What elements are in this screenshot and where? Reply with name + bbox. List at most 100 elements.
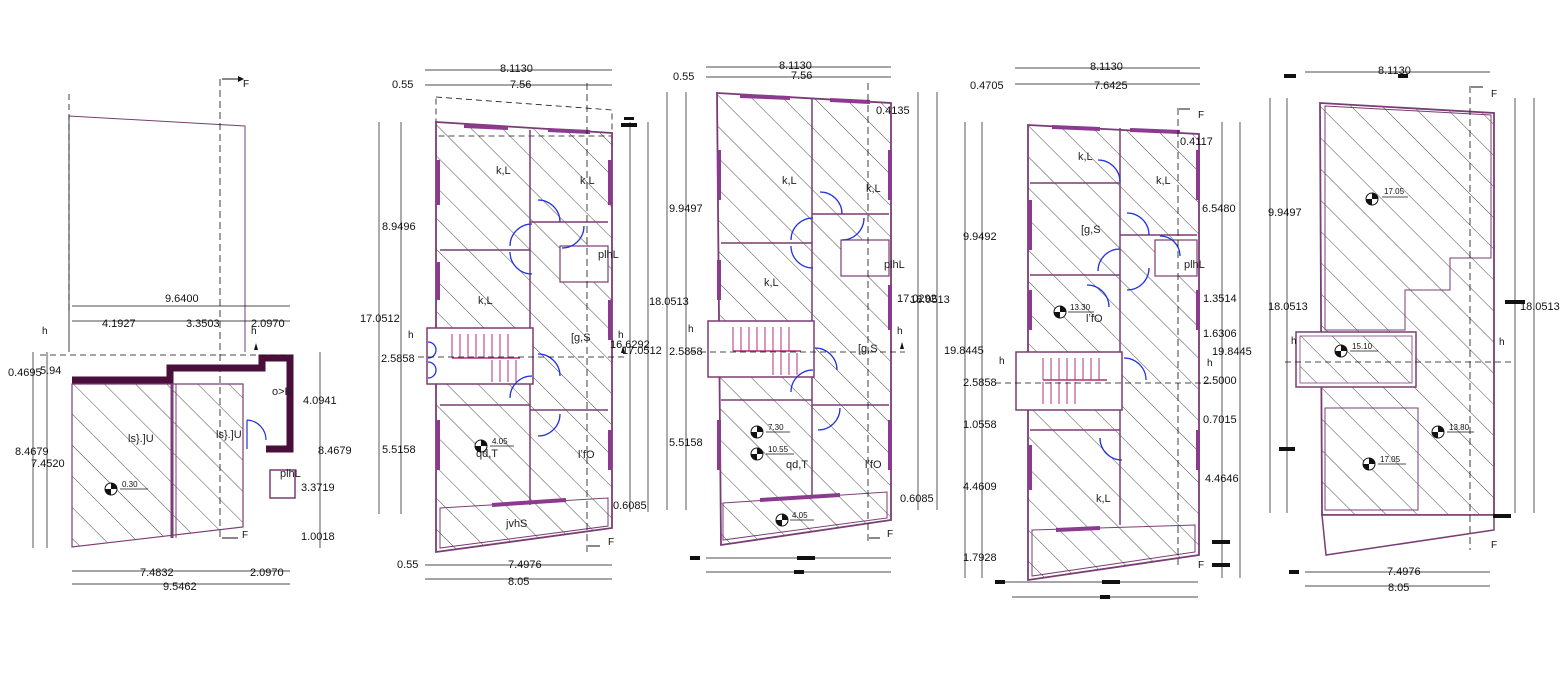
room-3-kl-a: k,L <box>782 175 797 187</box>
dim-4-right-6: 2.5000 <box>1203 375 1237 387</box>
dim-3-right-3: 18.0513 <box>910 294 950 306</box>
level-marker-3c: 4.05 <box>775 511 814 527</box>
room-4-plhl: plhL <box>1184 259 1205 271</box>
svg-text:0.30: 0.30 <box>122 480 138 489</box>
room-3-kl-c: k,L <box>764 277 779 289</box>
dim-4-right-8: 4.4646 <box>1205 473 1239 485</box>
room-3-qdt: qd,T <box>786 459 808 471</box>
dim-5-right-1: 18.0513 <box>1520 301 1560 313</box>
room-3-plhl: plhL <box>884 259 905 271</box>
level-marker-1: 0.30 <box>104 480 148 496</box>
dim-right-4: 1.0018 <box>301 531 335 543</box>
dim-4-left-4: 1.0558 <box>963 419 997 431</box>
level-marker-2: 4.05 <box>474 437 514 453</box>
room-4-kl-b: k,L <box>1156 175 1171 187</box>
h-mark-plan5-left: h <box>1291 336 1297 347</box>
dim-right-2: 8.4679 <box>318 445 352 457</box>
plan-3: F h h k,L k,L plhL k,L [g,S qd,T lʼfO 7.… <box>649 60 950 574</box>
dim-5-left-2: 18.0513 <box>1268 301 1308 313</box>
svg-text:15.10: 15.10 <box>1352 342 1373 351</box>
room-2-jvhs: jvhS <box>505 518 527 530</box>
dim-left-4: 7.4520 <box>31 458 65 470</box>
plan-2: F h h k,L k,L plhL k,L [g,S lʼfO qd,T jv… <box>360 63 662 588</box>
dim-2-bottom-3: 8.05 <box>508 576 529 588</box>
dim-4-left-5: 4.4609 <box>963 481 997 493</box>
dim-4-left-2: 19.8445 <box>944 345 984 357</box>
room-2-kl-b: k,L <box>580 175 595 187</box>
dim-2-bottom-1: 0.55 <box>397 559 418 571</box>
dim-2-right-3: 0.6085 <box>613 500 647 512</box>
room-2-gs: [g,S <box>571 332 591 344</box>
dim-4-top-3: 7.6425 <box>1094 80 1128 92</box>
level-marker-4: 13.30 <box>1053 303 1094 319</box>
room-3-fo: lʼfO <box>865 459 882 471</box>
plan-4: F F h h k,L k,L [g,S plhL lʼfO k,L 13.30… <box>944 61 1252 599</box>
dim-3-left-1: 18.0513 <box>649 296 689 308</box>
dim-left-2: 5.94 <box>40 365 61 377</box>
dim-bottom-1: 7.4832 <box>140 567 174 579</box>
level-marker-3b: 10.55 <box>750 445 794 461</box>
svg-text:4.05: 4.05 <box>492 437 508 446</box>
dim-top-4: 2.0970 <box>251 318 285 330</box>
section-mark-f-bottom: F <box>242 530 248 541</box>
h-mark-left: h <box>42 326 48 337</box>
plan-5: F F h h 17.05 15.10 13.80 17.05 <box>1268 65 1560 594</box>
dim-5-left-1: 9.9497 <box>1268 207 1302 219</box>
dim-right-3: 3.3719 <box>301 482 335 494</box>
dim-3-left-4: 5.5158 <box>669 437 703 449</box>
svg-text:7.30: 7.30 <box>768 423 784 432</box>
dim-bottom-2: 2.0970 <box>250 567 284 579</box>
dim-2-bottom-2: 7.4976 <box>508 559 542 571</box>
dim-2-right-2: 17.0512 <box>622 345 662 357</box>
dim-2-right-1: 16.6292 <box>610 339 650 351</box>
dim-2-top-3: 7.56 <box>510 79 531 91</box>
room-label-1c: o>K <box>272 386 293 398</box>
dim-4-top-1: 8.1130 <box>1090 61 1123 73</box>
h-mark-plan2-left: h <box>408 330 414 341</box>
level-marker-5a: 17.05 <box>1365 187 1408 206</box>
room-3-gs: [g,S <box>858 343 878 355</box>
level-marker-5c: 13.80 <box>1431 423 1474 439</box>
svg-text:13.80: 13.80 <box>1449 423 1470 432</box>
dim-3-left-3: 2.5858 <box>669 346 703 358</box>
dim-3-right-2: 17.0292 <box>897 293 937 305</box>
h-mark-plan4-left: h <box>999 356 1005 367</box>
dim-3-right-1: 0.4135 <box>876 105 910 117</box>
section-mark-f-plan3: F <box>887 529 893 540</box>
h-mark-plan2-right: h <box>618 330 624 341</box>
section-mark-f-plan5-top: F <box>1491 89 1497 100</box>
room-2-kl-c: k,L <box>478 295 493 307</box>
dim-4-right-3: 1.3514 <box>1203 293 1237 305</box>
dim-top-3: 3.3503 <box>186 318 220 330</box>
dim-3-top-3: 7.56 <box>791 70 812 82</box>
dim-4-right-4: 1.6306 <box>1203 328 1237 340</box>
dim-2-left-1: 17.0512 <box>360 313 400 325</box>
section-mark-f-plan5-bottom: F <box>1491 540 1497 551</box>
dim-2-left-4: 5.5158 <box>382 444 416 456</box>
h-mark-plan3-right: h <box>897 326 903 337</box>
svg-text:13.30: 13.30 <box>1070 303 1091 312</box>
svg-text:17.05: 17.05 <box>1384 187 1405 196</box>
dim-2-top-1: 8.1130 <box>500 63 533 75</box>
dim-bottom-3: 9.5462 <box>163 581 197 593</box>
room-4-gs: [g,S <box>1081 224 1101 236</box>
section-mark-f-plan4-bottom: F <box>1198 560 1204 571</box>
dim-4-left-3: 2.5858 <box>963 377 997 389</box>
dim-4-left-1: 9.9492 <box>963 231 997 243</box>
dim-4-right-7: 0.7015 <box>1203 414 1237 426</box>
level-marker-5d: 17.05 <box>1362 455 1406 471</box>
dim-4-left-6: 1.7928 <box>963 552 997 564</box>
dim-4-top-2: 0.4705 <box>970 80 1004 92</box>
dim-top-1: 9.6400 <box>165 293 199 305</box>
dim-top-2: 4.1927 <box>102 318 136 330</box>
dim-2-left-2: 8.9496 <box>382 221 416 233</box>
plan-1: F F ls}.]U ls}.]U o>K plhL 0.30 h h 9.64… <box>8 76 352 593</box>
section-mark-f-top: F <box>243 79 249 90</box>
level-marker-3a: 7.30 <box>750 423 790 439</box>
dim-left-3: 8.4679 <box>15 446 49 458</box>
h-mark-plan5-right: h <box>1499 337 1505 348</box>
room-label-1a: ls}.]U <box>128 433 154 445</box>
room-4-kl-a: k,L <box>1078 151 1093 163</box>
dim-4-right-5: 19.8445 <box>1212 346 1252 358</box>
